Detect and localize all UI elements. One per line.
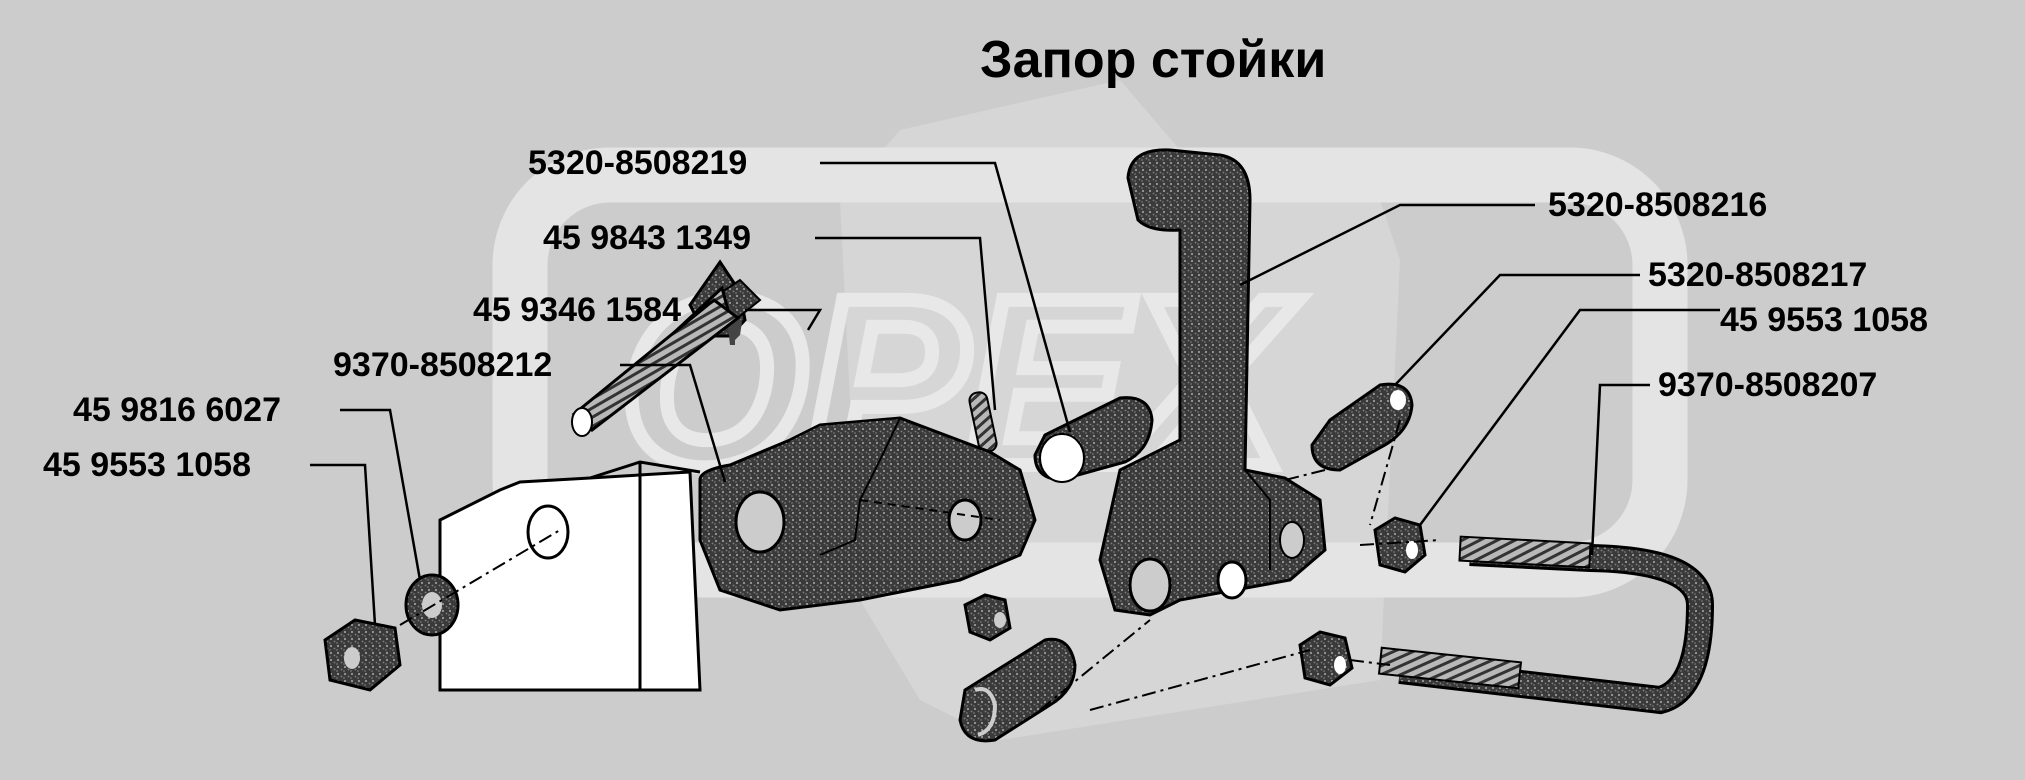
watermark-frame <box>492 147 1688 598</box>
lever-handle <box>1098 148 1327 617</box>
clevis-lower <box>958 637 1077 743</box>
u-bolt <box>1377 535 1715 715</box>
clamp-body <box>698 416 1037 612</box>
mounting-bracket <box>438 460 702 692</box>
callout-label: 45 9553 1058 <box>43 446 251 484</box>
pin-cylinder <box>1033 396 1154 483</box>
callout-label: 9370-8508207 <box>1658 366 1878 404</box>
callout-label: 45 9816 6027 <box>73 391 281 429</box>
leader-lines <box>310 161 1720 626</box>
nut-right-upper <box>1373 516 1427 574</box>
diagram-title: Запор стойки <box>980 31 1327 89</box>
nut-left <box>323 618 402 692</box>
center-lines <box>399 419 1441 711</box>
callout-label: 5320-8508219 <box>528 144 748 182</box>
callout-label: 5320-8508216 <box>1548 186 1768 224</box>
nut-lower-middle <box>963 593 1012 642</box>
callout-label: 5320-8508217 <box>1648 256 1868 294</box>
callout-label: 45 9553 1058 <box>1720 301 1928 339</box>
callout-label: 45 9843 1349 <box>543 219 751 257</box>
callout-label: 9370-8508212 <box>333 346 553 384</box>
callout-label: 45 9346 1584 <box>473 291 681 329</box>
nut-right-lower <box>1298 630 1354 687</box>
roller-right <box>1310 382 1414 472</box>
